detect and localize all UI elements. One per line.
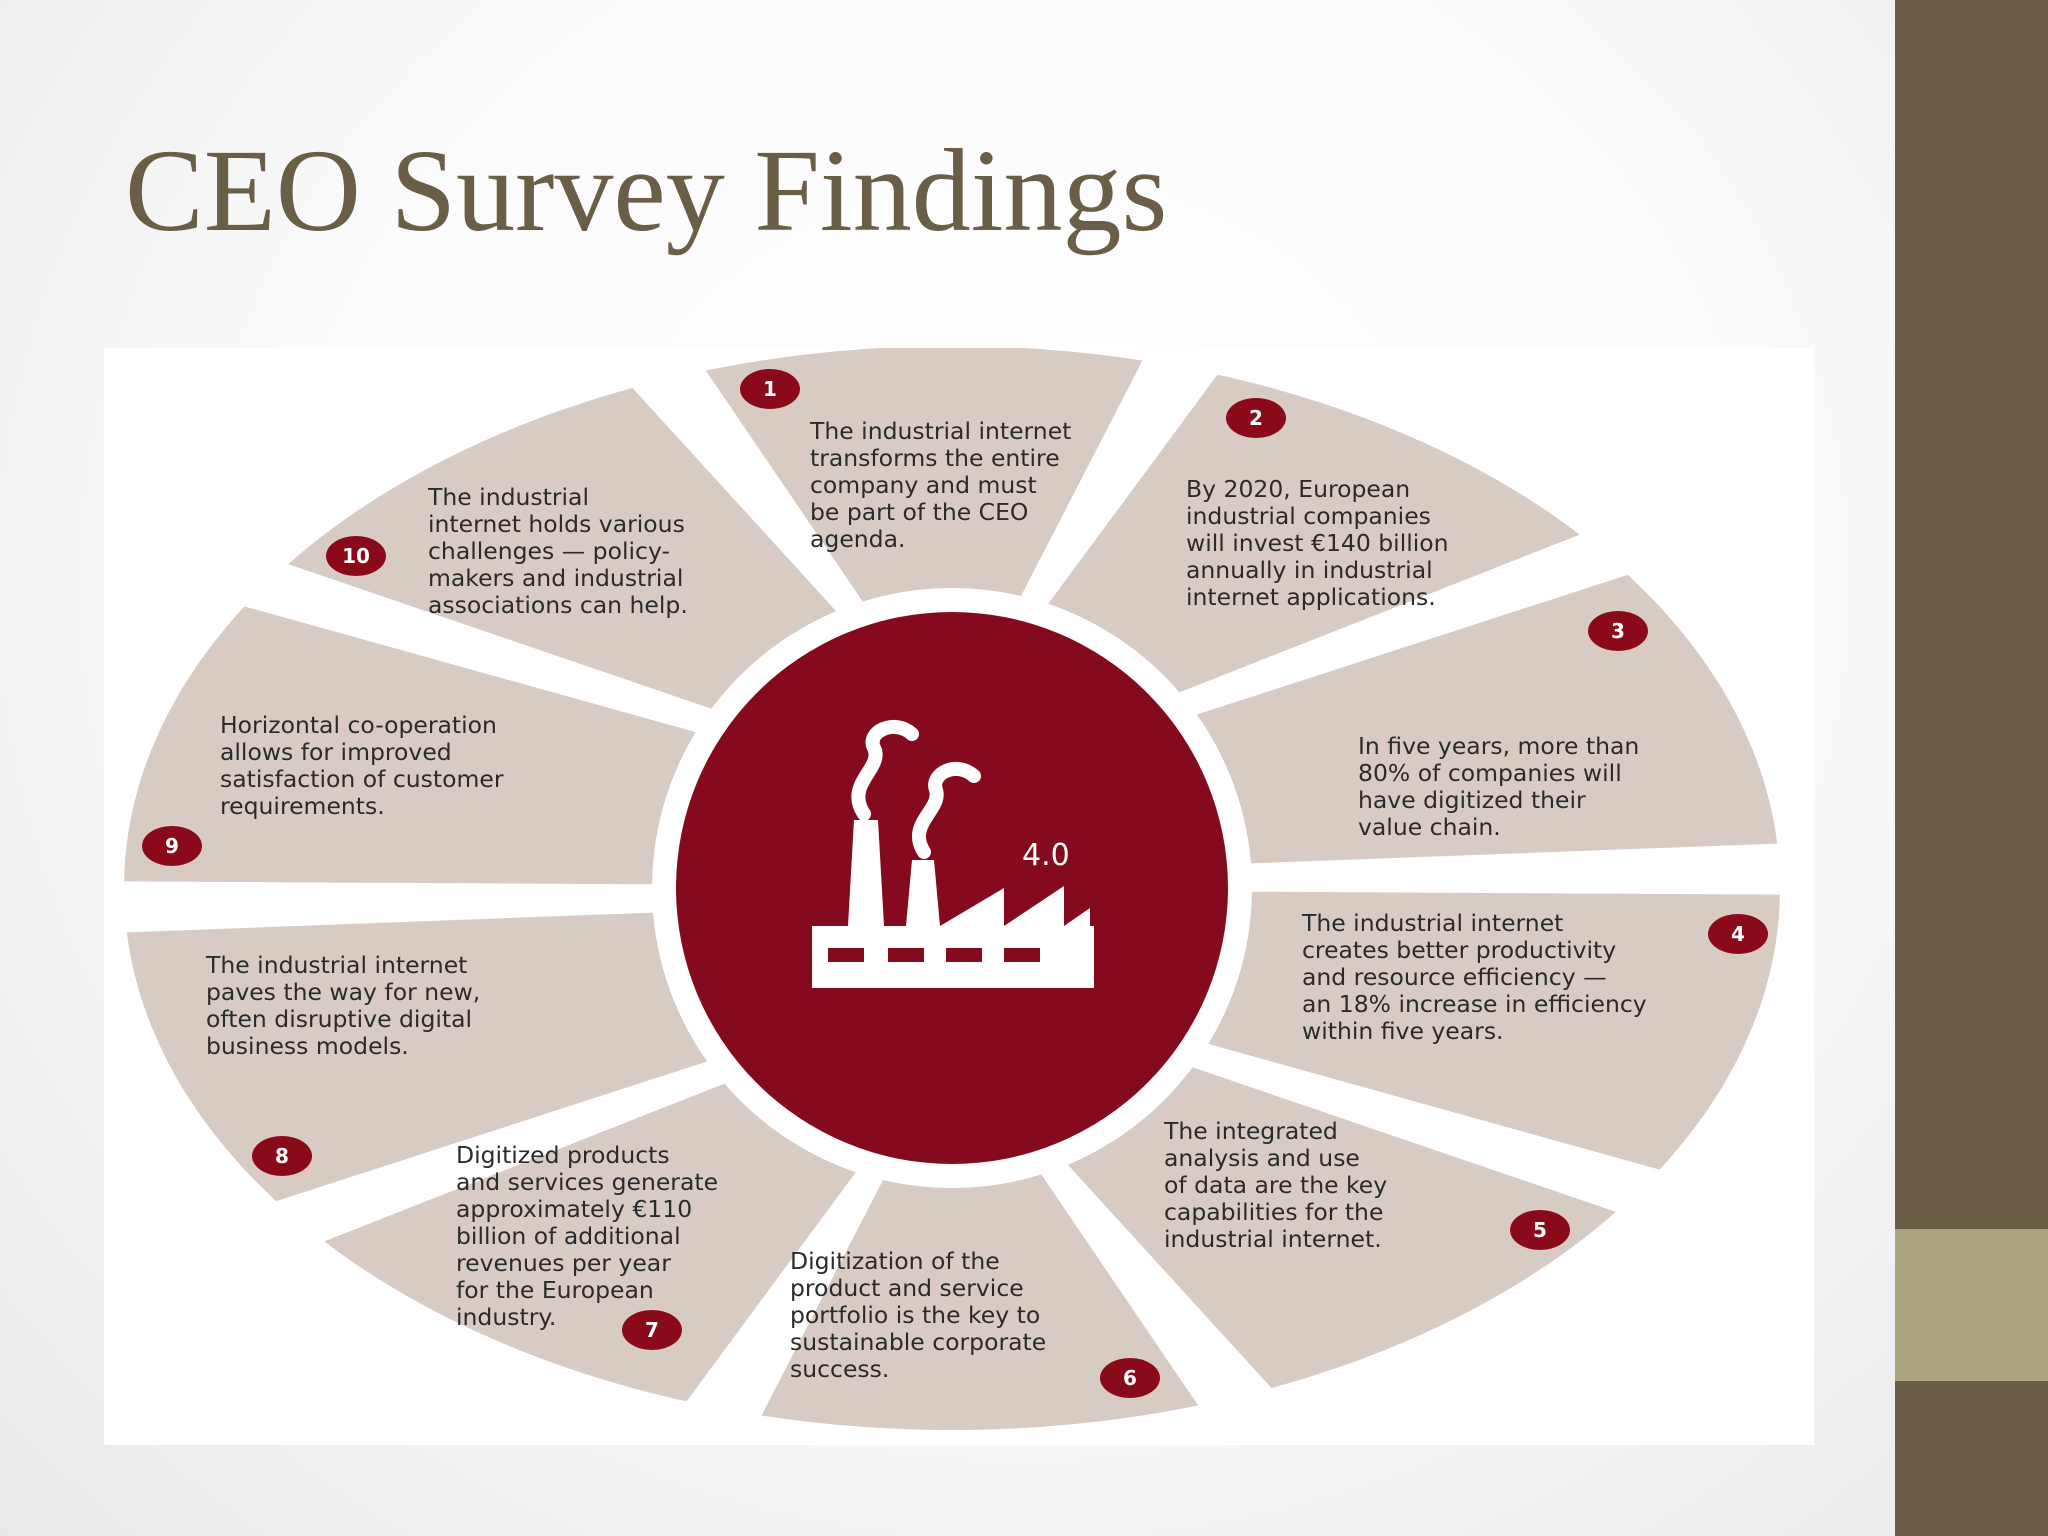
badge-7: 7 <box>622 1310 682 1350</box>
wheel-segment-6 <box>761 1174 1199 1430</box>
badge-3: 3 <box>1588 611 1648 651</box>
badge-4: 4 <box>1708 914 1768 954</box>
wheel-segment-4 <box>1208 891 1780 1170</box>
hub-circle <box>676 612 1228 1164</box>
badge-8: 8 <box>252 1136 312 1176</box>
slide-title: CEO Survey Findings <box>125 125 1168 256</box>
wheel-segment-9 <box>124 606 696 885</box>
sidebar-accent-block <box>1895 1229 2048 1381</box>
hub-label: 4.0 <box>1022 838 1070 873</box>
factory-icon <box>812 719 1094 988</box>
badge-10: 10 <box>326 536 386 576</box>
wheel-svg: 4.0 <box>124 348 1780 1430</box>
badge-6: 6 <box>1100 1358 1160 1398</box>
wheel-segment-2 <box>1048 374 1580 693</box>
wheel-segment-10 <box>288 388 837 709</box>
badge-9: 9 <box>142 826 202 866</box>
wheel-segment-1 <box>705 348 1143 602</box>
wheel-segment-8 <box>126 912 708 1202</box>
badge-1: 1 <box>740 369 800 409</box>
wheel-segment-5 <box>1067 1067 1616 1388</box>
badge-2: 2 <box>1226 398 1286 438</box>
badge-5: 5 <box>1510 1210 1570 1250</box>
wheel-segment-7 <box>324 1083 856 1402</box>
